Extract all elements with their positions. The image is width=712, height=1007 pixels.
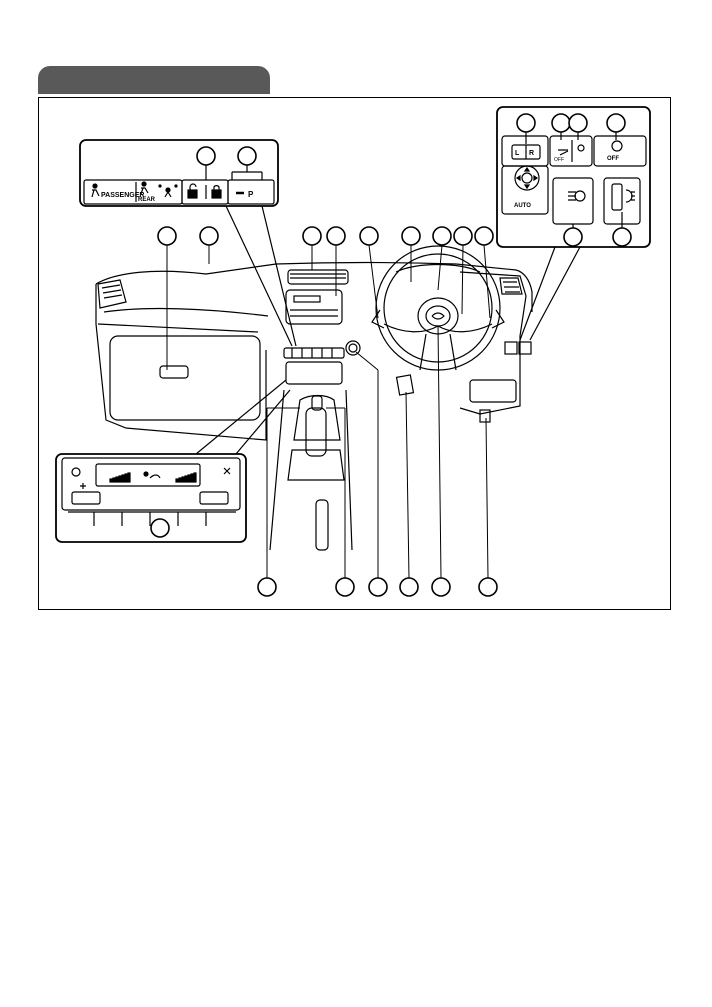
auto-off-icon — [612, 141, 622, 151]
headlight-leveling-icon — [626, 190, 635, 202]
switch-inset-right — [497, 107, 650, 247]
auto-headlight-icon — [568, 191, 585, 201]
mirror-l-label: L — [515, 150, 520, 157]
fan-level-bar-icon — [176, 473, 196, 482]
seat-occupant-icon — [159, 185, 177, 197]
unlock-icon — [188, 184, 197, 198]
auto-off-label: OFF — [607, 156, 619, 162]
vsc-off-icon — [558, 150, 568, 155]
ac-icon — [80, 483, 86, 489]
mirror-r-label: R — [529, 150, 534, 157]
climate-control-inset — [56, 454, 246, 542]
rear-label: REAR — [138, 197, 156, 203]
temperature-up-icon — [72, 468, 80, 476]
airbag-person-icon — [92, 184, 99, 197]
traction-off-icon — [578, 145, 584, 151]
auto-label: AUTO — [514, 203, 531, 209]
dashboard — [96, 263, 532, 551]
vsc-off-label: OFF — [554, 157, 564, 163]
fan-icon — [224, 468, 230, 474]
airflow-mode-icon — [144, 472, 160, 478]
temperature-bar-icon — [110, 473, 130, 482]
p-lock-label: P — [248, 190, 254, 199]
lock-icon — [212, 186, 221, 198]
